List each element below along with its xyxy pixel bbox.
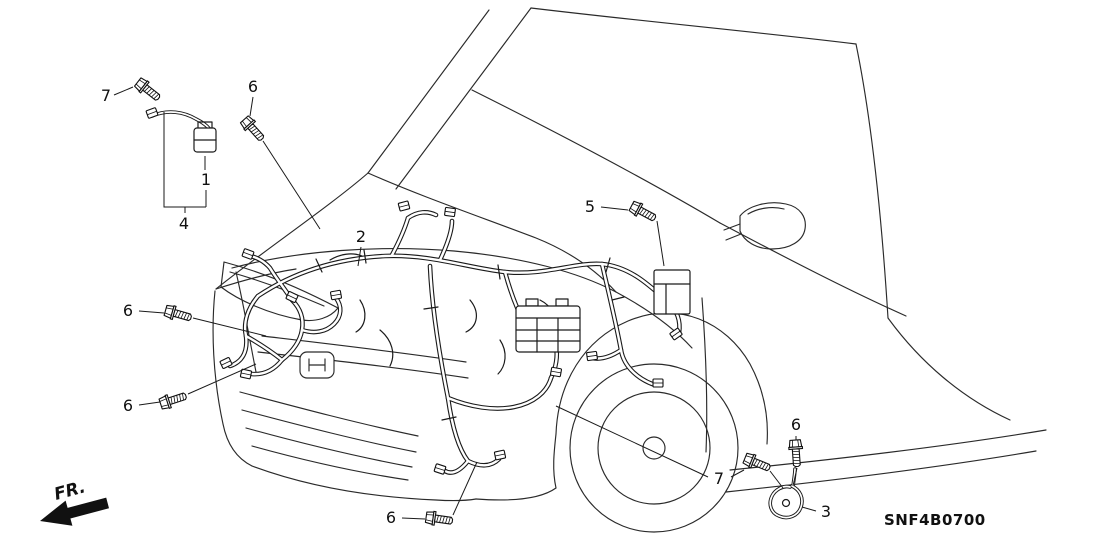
callout-label-7: 7 [100,86,112,105]
side-mirror-inner-line [747,207,785,215]
callout-label-6: 6 [122,396,134,415]
side-mirror [739,202,806,250]
bumper-right-edge [475,487,557,501]
bolt-icon [424,509,454,529]
connector-icon [329,289,343,301]
a-pillar-inner [395,7,532,190]
grille-slat [245,427,413,468]
harness-tape-ticks [315,249,625,421]
connector-icon [652,378,664,388]
hood-edge [215,172,369,290]
fr-label: FR. [52,477,88,504]
rear-body-line [887,317,1011,421]
bolt-icon [163,303,194,325]
rocker-line-lower [725,450,1037,493]
callout-label-6: 6 [385,508,397,527]
bumper-bottom-edge [251,465,477,502]
mirror-stem [723,223,742,241]
grille-slat [241,409,417,453]
connector-icon [493,449,507,461]
connector-icon [145,106,159,120]
callout-label-6: 6 [122,301,134,320]
rim-outline [597,391,711,505]
tire-outline [569,363,739,533]
rear-pillar-line [855,43,889,319]
harness-clip-part [145,106,217,153]
bolt-icon [133,76,164,105]
rocker-line-upper [729,429,1047,471]
roof-line [530,7,857,45]
belt-line [719,222,907,317]
relay-bracket [653,269,691,315]
fuse-box [515,298,581,353]
headlight-outline [220,261,339,322]
callout-label-6: 6 [247,77,259,96]
engine-bay-rim [231,248,617,293]
bolt-icon [627,199,659,225]
side-glass-line [471,89,721,224]
door-shut-line [701,297,708,453]
grille-slat [239,391,419,437]
connector-icon [443,206,457,218]
connector-icon [585,350,599,362]
bumper-left-edge [212,290,253,467]
connector-icon [433,463,447,475]
headlight-inner-line [229,271,325,307]
wire-harness [219,200,691,475]
wire-loop-part [768,467,804,520]
callout-label-1: 1 [200,170,212,189]
fr-direction-arrow: FR. [40,477,109,526]
bolt-icon [741,451,773,475]
callout-leader-lines [113,86,817,520]
callout-label-3: 3 [820,502,832,521]
car-body-outline [212,7,1047,502]
fender-lower-edge [553,433,557,489]
bolt-icon [157,388,189,412]
callout-label-4: 4 [178,214,190,233]
fender-to-arch-line [615,291,693,349]
callout-label-7: 7 [713,469,725,488]
front-wheel [569,363,739,533]
connector-icon [241,247,255,261]
callout-label-2: 2 [355,227,367,246]
connector-icon [549,366,563,378]
hub-outline [642,436,666,460]
cowl-line [367,172,617,293]
loop-eyelet [781,498,791,508]
a-pillar-outer [367,9,490,174]
drawing-code: SNF4B0700 [884,511,986,529]
bolt-icon [238,114,268,145]
grille-slat [251,445,409,481]
harness-connectors [219,200,683,475]
fr-arrow-shape [40,497,109,526]
callout-label-6: 6 [790,415,802,434]
honda-emblem-h [308,358,326,372]
connector-icon [397,200,411,212]
callout-label-5: 5 [584,197,596,216]
fender-top-line [215,268,297,290]
